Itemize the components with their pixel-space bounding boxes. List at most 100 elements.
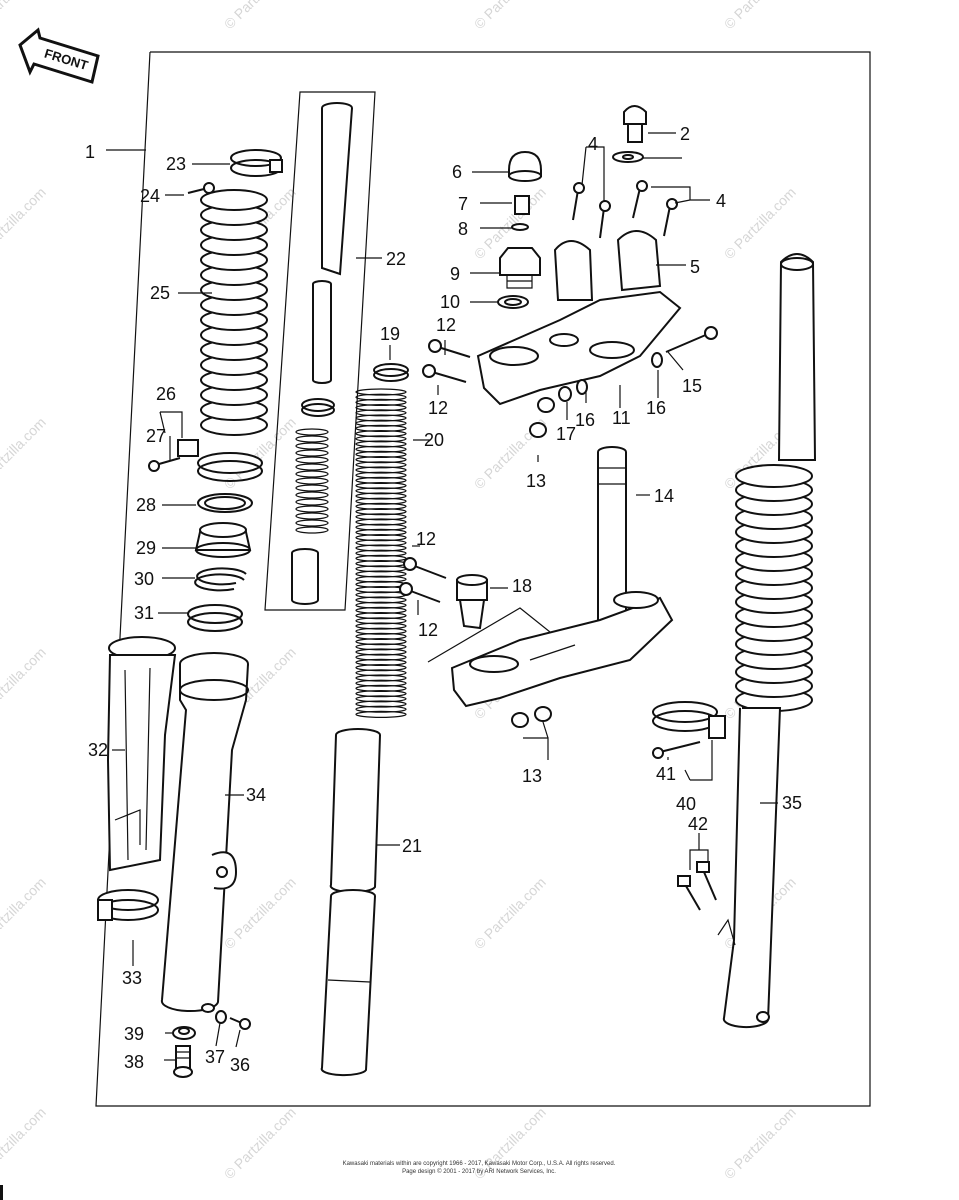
callout-36: 36 [230,1055,250,1075]
spring-coil [295,449,329,457]
nuts-13-lower [511,706,552,728]
spring-coil [355,414,407,422]
spring-coil [355,549,407,557]
spring-coil [355,669,407,677]
callout-42: 42 [688,814,708,834]
callout-6: 6 [452,162,462,182]
spring-coil [355,674,407,682]
callout-20: 20 [424,430,444,450]
oil-seal-29 [194,522,252,558]
spring-coil [355,575,407,583]
spring-coil [355,684,407,693]
callout-14: 14 [654,486,674,506]
bracket-22 [264,91,376,611]
fork-assembly-35 [777,253,817,461]
clamp-23 [230,149,283,177]
callout-29: 29 [136,538,156,558]
callout-37: 37 [205,1047,225,1067]
circlip-30 [194,567,247,592]
washers-16 [576,352,663,395]
spring-coil [355,461,407,469]
callout-27: 27 [146,426,166,446]
callout-5: 5 [690,257,700,277]
spring-coil [355,700,407,708]
fork-boot-25 [200,189,268,436]
callout-13b: 13 [522,766,542,786]
watermark-text: © Partzilla.com [471,0,549,32]
spring-coil [355,502,407,510]
clamp-33 [97,889,159,921]
spring-coil [355,544,407,552]
callout-13a: 13 [526,471,546,491]
spring-coil [355,497,407,505]
adjuster-9 [499,247,541,289]
spring-coil [355,695,407,703]
watermark-text: © Partzilla.com [721,1104,799,1182]
screw-41 [652,741,701,759]
bolts-12-lower [399,557,447,603]
spring-coil [295,463,329,471]
fork-lower-35 [717,707,782,1029]
washer-10 [497,295,529,309]
spring-coil [355,539,407,547]
upper-bracket-11 [476,290,682,406]
cap-bolt-2 [612,105,647,163]
callout-16b: 16 [646,398,666,418]
spring-coil [355,710,407,719]
spring-coil [355,409,407,417]
watermark-text: © Partzilla.com [221,0,299,32]
spring-coil [295,442,329,450]
spring-coil [355,398,407,406]
spring-coil [355,663,407,672]
callout-38: 38 [124,1052,144,1072]
bolt-36 [229,1017,251,1030]
callout-4b: 4 [716,191,726,211]
screw-24 [187,182,215,194]
spring-coil [355,606,407,615]
callout-10: 10 [440,292,460,312]
spring-coil [355,487,407,495]
bolt-38 [173,1045,193,1078]
nut-17 [558,386,572,402]
outer-tube-34 [160,652,249,1013]
cap-6 [508,150,542,182]
spring-coil [355,388,407,396]
watermark-text: © Partzilla.com [721,0,799,32]
washer-31 [187,604,243,632]
oring-8 [511,223,529,231]
spring-coil [355,450,407,458]
callout-19: 19 [380,324,400,344]
callout-11: 11 [612,408,631,428]
callout-18: 18 [512,576,532,596]
callout-39: 39 [124,1024,144,1044]
seal-28 [197,493,253,513]
callout-16a: 16 [575,410,595,430]
spring-coil [355,533,407,542]
callout-33: 33 [122,968,142,988]
callout-31: 31 [134,603,154,623]
watermark-text: © Partzilla.com [471,874,549,952]
spring-coil [295,505,329,513]
callout-7: 7 [458,194,468,214]
callout-1: 1 [85,142,95,162]
washer-37 [215,1010,227,1024]
spring-coil [295,526,329,534]
bolts-4 [572,180,678,239]
spring-coil [355,627,407,635]
spring-coil [355,430,407,438]
copyright-footer: Kawasaki materials within are copyright … [343,1161,616,1175]
spring-coil [355,617,407,625]
watermark-text: © Partzilla.com [0,874,49,952]
callout-8: 8 [458,219,468,239]
callout-12d: 12 [418,620,438,640]
callout-17: 17 [556,424,576,444]
washer-39 [172,1026,196,1040]
spring-coil [355,596,407,604]
spring-coil [355,508,407,516]
spring-coil [295,435,329,443]
callout-35: 35 [782,793,802,813]
bracket-18 [427,607,561,663]
spring-coil [355,471,407,479]
spring-coil [355,393,407,401]
